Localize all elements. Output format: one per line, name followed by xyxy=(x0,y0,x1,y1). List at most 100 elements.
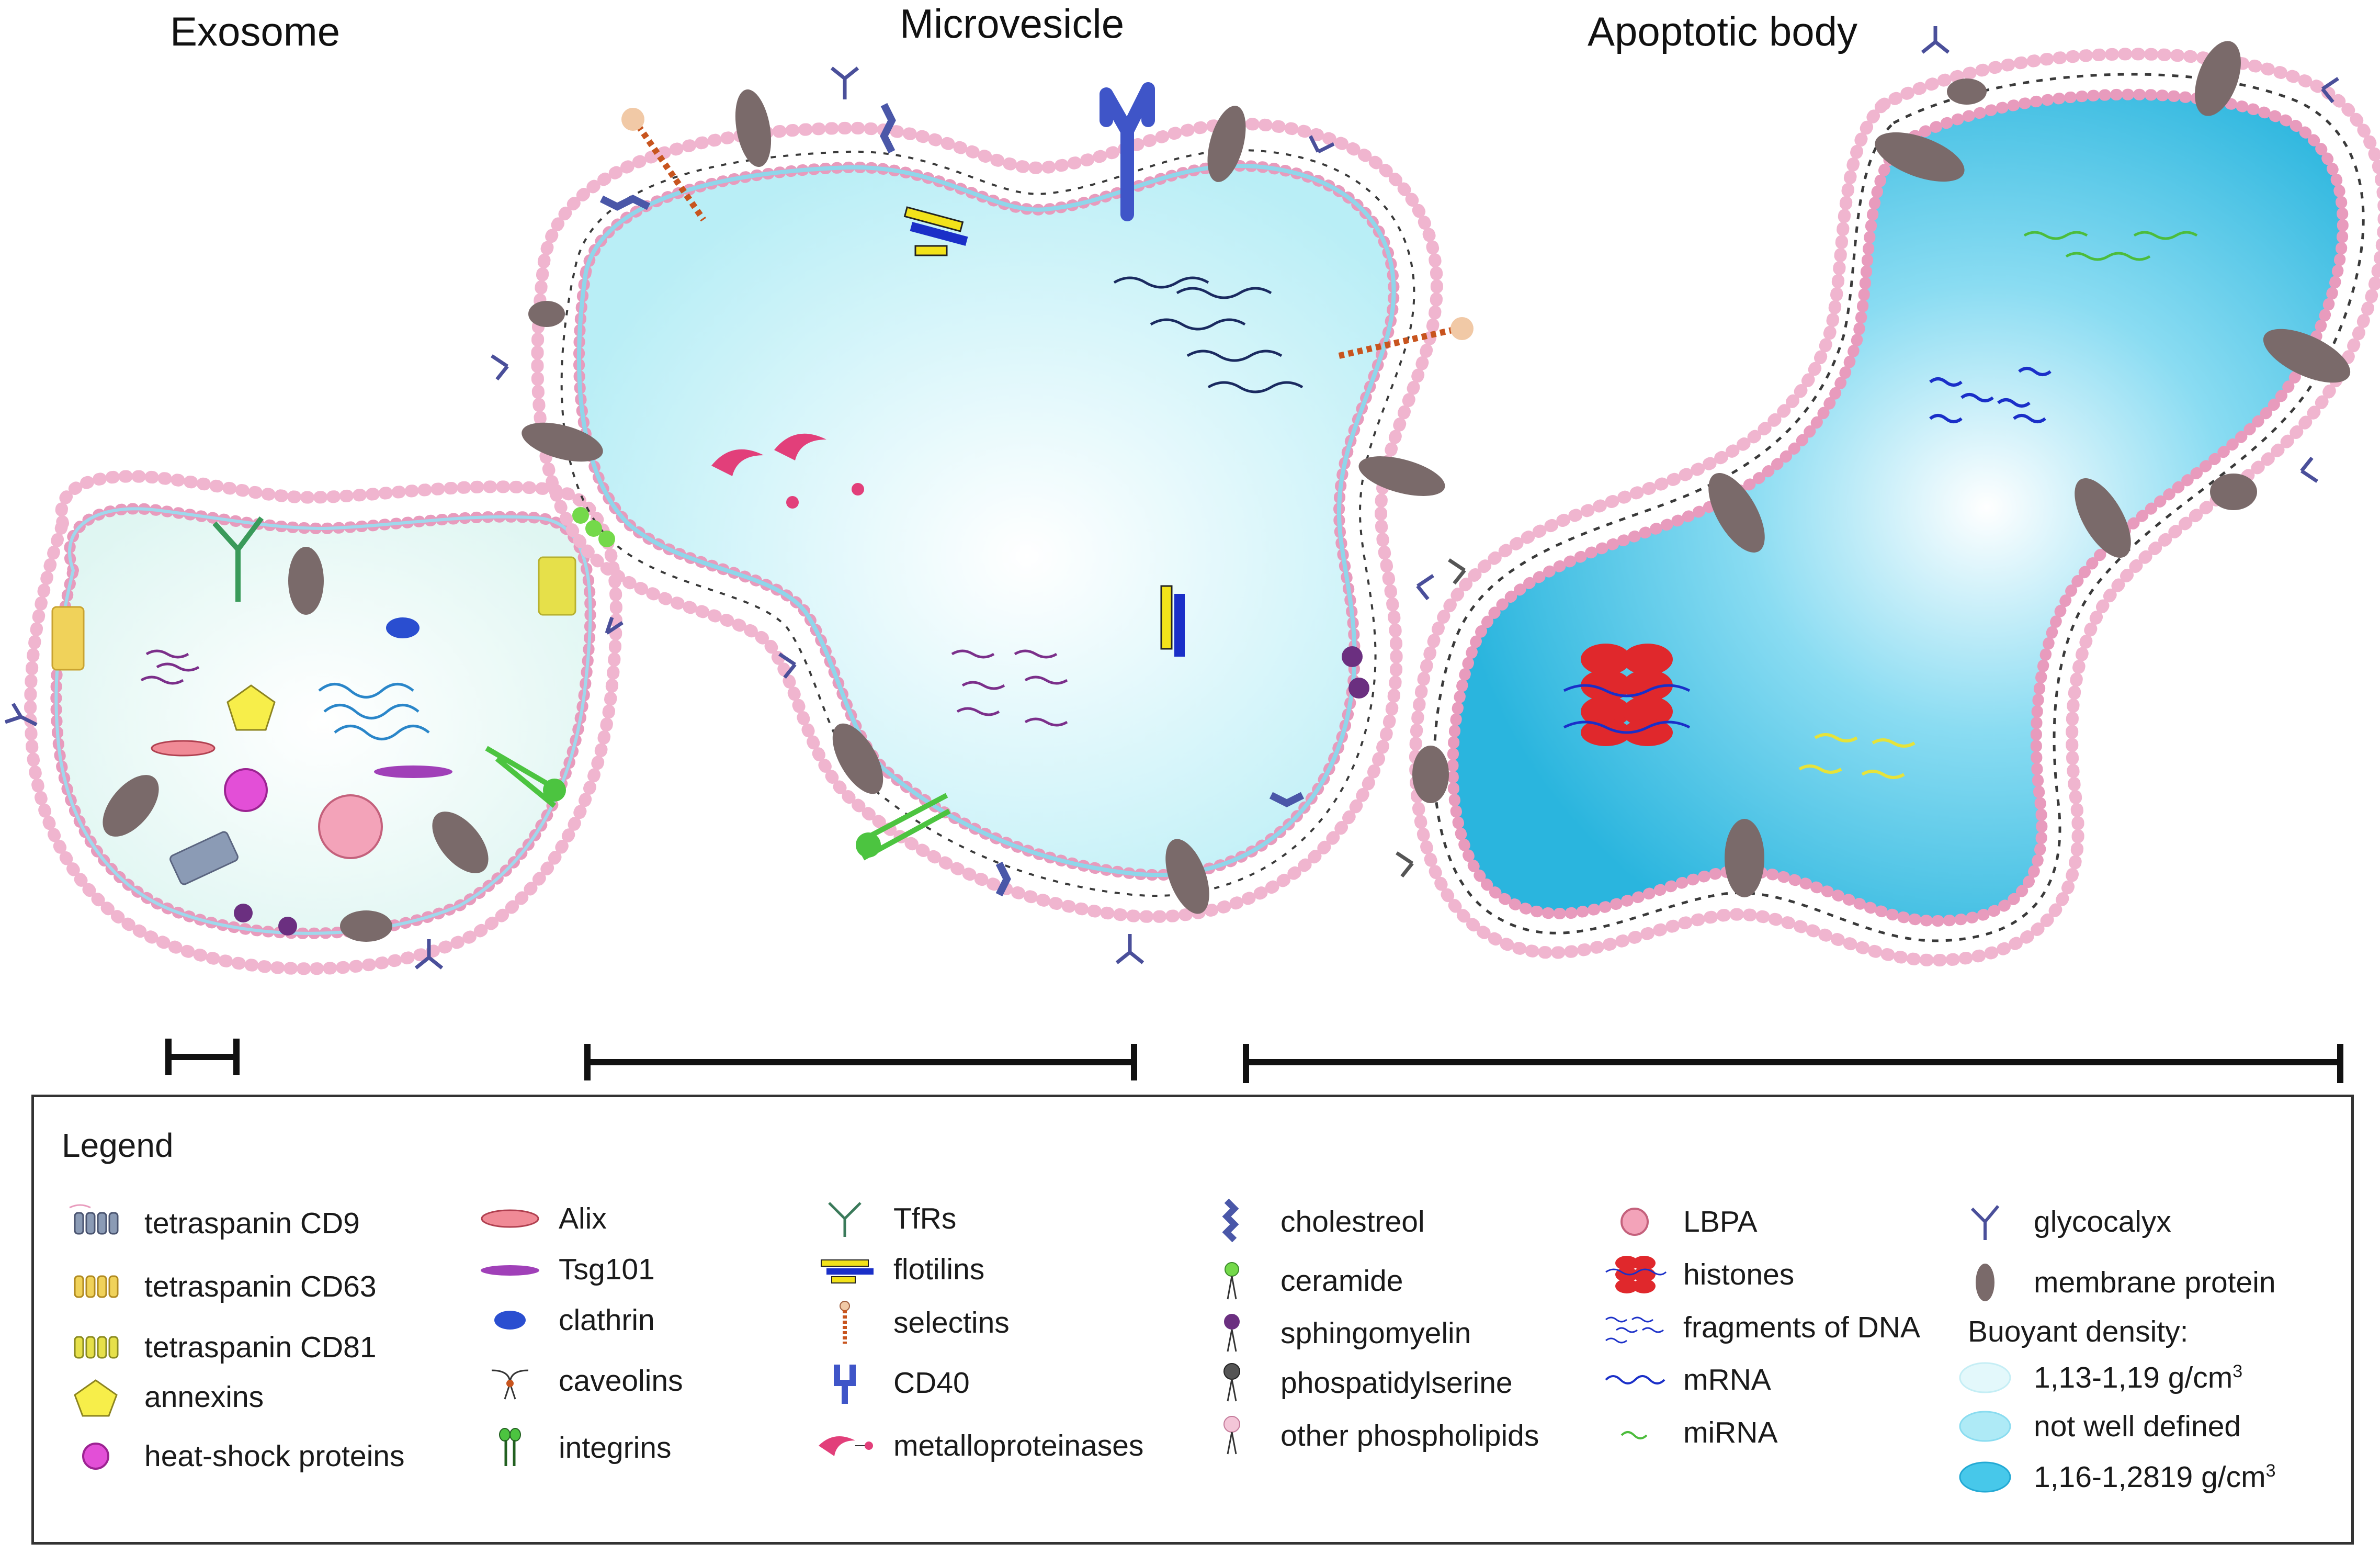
legend-label-mirna: miRNA xyxy=(1683,1416,1778,1449)
dna-fragment-icon xyxy=(1601,1305,1669,1350)
mrna-icon xyxy=(1601,1357,1669,1402)
sphingomyelin-icon xyxy=(1198,1311,1266,1356)
caveolin-icon xyxy=(476,1358,544,1403)
legend-item-cd63: tetraspanin CD63 xyxy=(62,1264,377,1309)
buoyant-density-title: Buoyant density: xyxy=(1968,1315,2189,1348)
selectin-icon xyxy=(811,1300,879,1345)
scale-bars xyxy=(165,1039,2343,1083)
microvesicle-glycocalyx xyxy=(1115,934,1144,964)
cd40-icon xyxy=(811,1360,879,1405)
alix-icon xyxy=(476,1196,544,1241)
apoptotic-glycocalyx xyxy=(2300,456,2318,483)
microvesicle-cholesterol xyxy=(880,103,896,154)
microvesicle-mirna xyxy=(951,649,1068,727)
exosome-membrane-protein xyxy=(103,775,159,837)
apoptotic-glycocalyx xyxy=(1921,26,1950,54)
legend-item-mmp: metalloproteinases xyxy=(811,1423,1143,1468)
legend-label-cholesterol: cholestreol xyxy=(1280,1205,1425,1238)
exosome-membrane-protein xyxy=(340,910,392,942)
legend-label-cd40: CD40 xyxy=(893,1366,970,1400)
apoptotic-dna-fragments xyxy=(1929,367,2052,423)
legend-item-flotilins: flotilins xyxy=(811,1247,984,1292)
exosome-membrane-protein xyxy=(432,812,489,873)
microvesicle-membrane-protein xyxy=(1358,456,1445,496)
microvesicle-glycocalyx xyxy=(1416,574,1434,601)
legend-item-cd40: CD40 xyxy=(811,1360,970,1405)
phosphatidylserine-icon xyxy=(1198,1360,1266,1405)
legend-label-density-3: 1,16-1,2819 g/cm3 xyxy=(2034,1460,2276,1494)
exosome-cd81 xyxy=(538,556,576,616)
legend-label-ceramide: ceramide xyxy=(1280,1264,1403,1298)
apoptotic-membrane-protein xyxy=(1947,78,1987,105)
legend-item-cholesterol: cholestreol xyxy=(1198,1198,1425,1244)
exosome-cd9 xyxy=(169,831,239,885)
legend-label-alix: Alix xyxy=(559,1202,607,1235)
density-1-value: 1,13-1,19 g/cm xyxy=(2034,1361,2233,1394)
legend-item-histones: histones xyxy=(1601,1252,1794,1297)
microvesicle-membrane-protein xyxy=(528,301,565,327)
apoptotic-glycocalyx xyxy=(1448,558,1466,585)
metalloproteinase-icon xyxy=(811,1423,879,1468)
microvesicle-sphingomyelin xyxy=(1342,646,1363,667)
cholesterol-icon xyxy=(1198,1198,1266,1244)
exosome-mrna xyxy=(318,683,430,740)
apoptotic-glycocalyx xyxy=(1396,851,1414,878)
title-exosome: Exosome xyxy=(170,8,341,54)
legend-label-clathrin: clathrin xyxy=(559,1303,655,1337)
microvesicle-membrane-protein xyxy=(735,89,772,167)
apoptotic-body-vesicle xyxy=(1396,26,2380,967)
legend-label-tsg101: Tsg101 xyxy=(559,1253,655,1286)
title-apoptotic-body: Apoptotic body xyxy=(1588,8,1858,54)
exosome-cd63 xyxy=(51,606,85,671)
legend-item-tsg101: Tsg101 xyxy=(476,1247,655,1292)
apoptotic-mirna-green xyxy=(2023,231,2198,261)
legend-label-other-phospholipids: other phospholipids xyxy=(1280,1419,1539,1452)
exosome-lbpa xyxy=(318,794,383,859)
scale-bar-exosome xyxy=(165,1039,240,1075)
legend-item-density-1: 1,13-1,19 g/cm3 xyxy=(1951,1355,2242,1400)
exosome-tsg101 xyxy=(374,765,452,778)
microvesicle-flotilin xyxy=(1160,585,1173,650)
legend-label-histones: histones xyxy=(1683,1258,1795,1291)
annexin-icon xyxy=(62,1375,130,1420)
legend-item-other-phospholipids: other phospholipids xyxy=(1198,1413,1539,1458)
apoptotic-glycocalyx xyxy=(2321,77,2339,104)
microvesicle-lumen xyxy=(573,160,1400,881)
microvesicle-cd40 xyxy=(1100,82,1155,221)
legend-label-integrins: integrins xyxy=(559,1431,672,1465)
microvesicle-membrane-protein xyxy=(1165,839,1209,914)
legend-item-hsp: heat-shock proteins xyxy=(62,1434,404,1479)
legend-label-caveolins: caveolins xyxy=(559,1364,683,1398)
microvesicle-mmp xyxy=(711,449,764,476)
legend-item-mrna: mRNA xyxy=(1601,1357,1771,1402)
legend-item-dna: fragments of DNA xyxy=(1601,1305,1920,1350)
legend-label-glycocalyx: glycocalyx xyxy=(2034,1205,2171,1238)
exosome-glycocalyx xyxy=(605,616,624,635)
heat-shock-protein-icon xyxy=(62,1434,130,1479)
legend-label-ps: phospatidylserine xyxy=(1280,1366,1513,1400)
legend-label-hsp: heat-shock proteins xyxy=(144,1439,405,1473)
microvesicle-mrna xyxy=(1113,276,1304,393)
exosome-glycocalyx xyxy=(4,703,38,727)
legend-label-sphingomyelin: sphingomyelin xyxy=(1280,1316,1471,1350)
legend-label-lbpa: LBPA xyxy=(1683,1205,1758,1238)
phospholipid-icon xyxy=(1198,1413,1266,1458)
legend-label-selectins: selectins xyxy=(893,1306,1010,1339)
microvesicle-selectin xyxy=(636,123,706,222)
microvesicle-flotilin xyxy=(903,206,964,232)
microvesicle-glycocalyx xyxy=(778,652,797,679)
microvesicle-cholesterol xyxy=(1269,792,1305,807)
ceramide-icon xyxy=(1198,1258,1266,1303)
exosome-vesicle xyxy=(4,470,624,975)
legend-label-dna: fragments of DNA xyxy=(1683,1311,1920,1344)
legend-item-caveolins: caveolins xyxy=(476,1358,683,1403)
legend-item-alix: Alix xyxy=(476,1196,607,1241)
title-microvesicle: Microvesicle xyxy=(900,1,1125,47)
apoptotic-membrane-protein xyxy=(1708,472,1765,553)
legend-item-membrane-protein: membrane protein xyxy=(1951,1260,2276,1305)
legend-label-density-2: not well defined xyxy=(2034,1410,2241,1443)
density-dense-icon xyxy=(1951,1455,2019,1500)
legend-label-tfrs: TfRs xyxy=(893,1202,957,1235)
tsg101-icon xyxy=(476,1247,544,1292)
mirna-icon xyxy=(1601,1410,1669,1455)
